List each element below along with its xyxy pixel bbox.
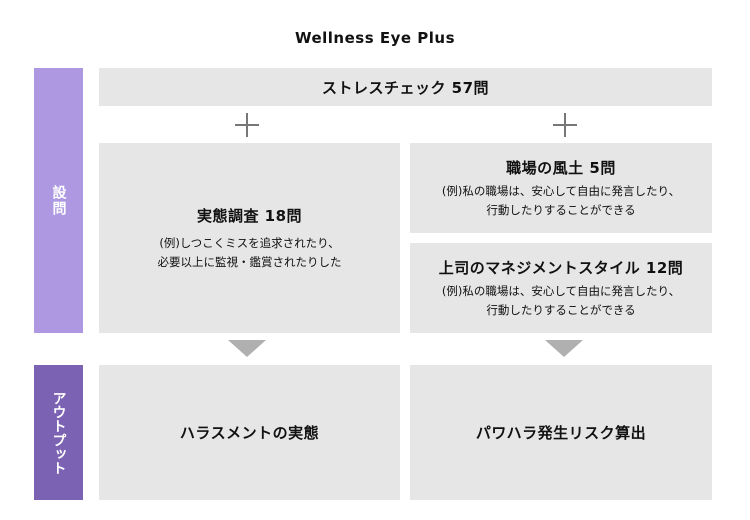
plus-icon — [235, 113, 259, 137]
output-label: ハラスメントの実態 — [179, 424, 320, 442]
arrow-down-icon — [545, 340, 583, 357]
stress-check-box: ストレスチェック 57問 — [99, 68, 712, 106]
survey-title: 実態調査 18問 — [196, 206, 303, 225]
sidebar-output: アウトプット — [34, 365, 83, 500]
sidebar-questions: 設問 — [34, 68, 83, 333]
survey-box: 実態調査 18問 (例)しつこくミスを追求されたり、 必要以上に監視・鑑賞された… — [99, 143, 400, 333]
output-label: パワハラ発生リスク算出 — [475, 424, 647, 442]
culture-title: 職場の風土 5問 — [506, 158, 616, 177]
management-box: 上司のマネジメントスタイル 12問 (例)私の職場は、安心して自由に発言したり、… — [410, 243, 712, 333]
culture-box: 職場の風土 5問 (例)私の職場は、安心して自由に発言したり、 行動したりするこ… — [410, 143, 712, 233]
culture-example: (例)私の職場は、安心して自由に発言したり、 行動したりすることができる — [441, 183, 681, 217]
stress-check-label: ストレスチェック 57問 — [321, 78, 490, 97]
management-example: (例)私の職場は、安心して自由に発言したり、 行動したりすることができる — [441, 283, 681, 317]
diagram-title: Wellness Eye Plus — [294, 29, 456, 47]
output-box-harassment: ハラスメントの実態 — [99, 365, 400, 500]
survey-example: (例)しつこくミスを追求されたり、 必要以上に監視・鑑賞されたりした — [157, 235, 342, 269]
output-box-risk: パワハラ発生リスク算出 — [410, 365, 712, 500]
arrow-down-icon — [228, 340, 266, 357]
management-title: 上司のマネジメントスタイル 12問 — [438, 258, 684, 277]
plus-icon — [553, 113, 577, 137]
